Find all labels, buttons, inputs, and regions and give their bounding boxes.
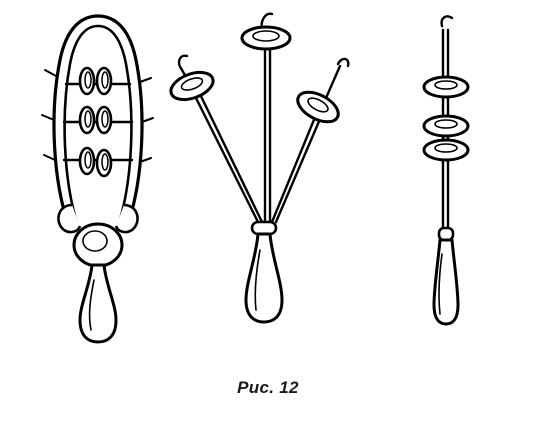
paddle-handle <box>78 263 118 344</box>
paddle-frame-outer <box>52 14 144 232</box>
paddle-rattle <box>41 14 154 344</box>
three-rod-handle <box>244 232 284 324</box>
rod-left <box>191 90 260 224</box>
paddle-ear-left <box>57 203 82 234</box>
paddle-spike <box>139 77 152 83</box>
disc-left <box>169 70 215 102</box>
paddle-ear-right <box>114 203 139 234</box>
paddle-spike <box>41 114 55 121</box>
paddle-discs <box>78 66 113 178</box>
disc-right <box>296 90 340 124</box>
rod-right <box>270 108 320 224</box>
stacked-disc <box>422 114 470 138</box>
single-rod-collar <box>437 226 455 242</box>
paddle-spike <box>139 157 152 163</box>
stacked-disc <box>422 138 470 162</box>
stacked-disc <box>422 75 470 99</box>
disc-center <box>240 25 292 51</box>
single-rod-hook <box>440 15 454 28</box>
paddle-spike <box>43 154 56 161</box>
single-rod-rattle <box>422 15 470 326</box>
paddle-spike <box>44 69 57 77</box>
rod-collar <box>250 220 278 236</box>
figure-caption: Рис. 12 <box>237 378 299 397</box>
paddle-spike <box>141 117 154 123</box>
three-rod-rattle <box>169 12 350 324</box>
paddle-knob <box>72 222 124 268</box>
paddle-frame-inner <box>63 24 133 228</box>
single-rod-handle <box>432 238 460 326</box>
